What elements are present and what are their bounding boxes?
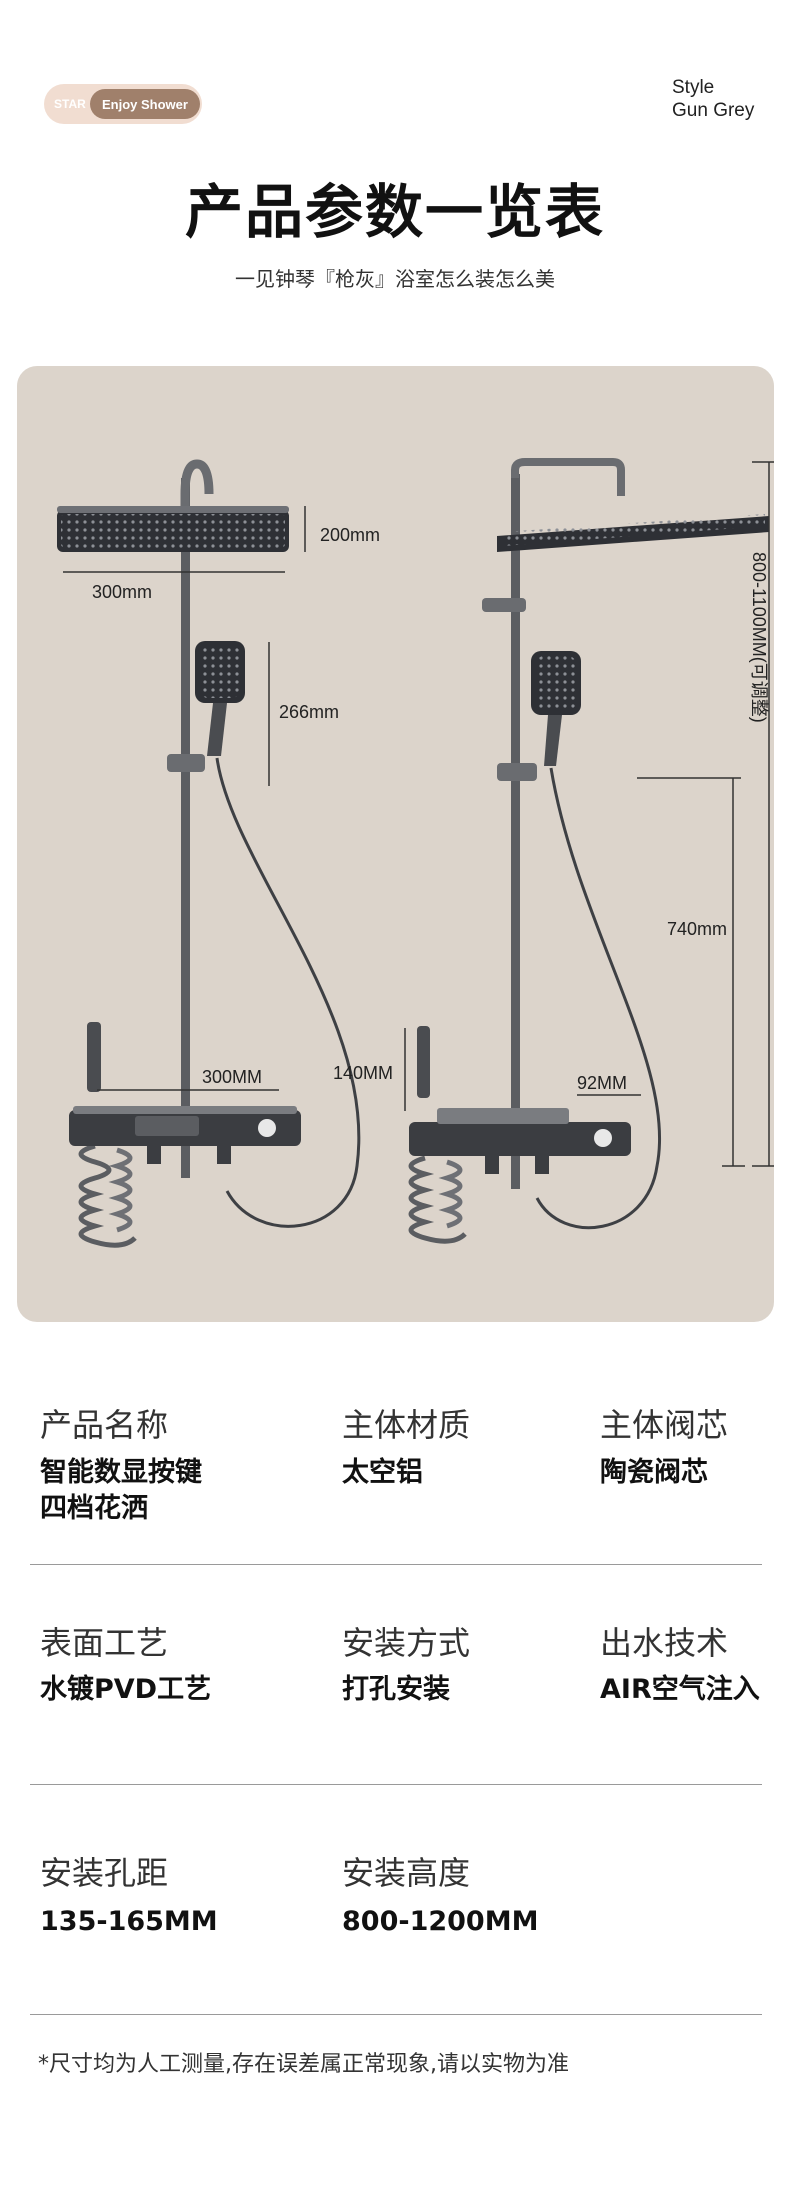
left-bidet-sprayer xyxy=(87,1022,101,1092)
dim-adjustable: 800-1100MM(可调整) xyxy=(749,552,769,723)
spec-divider xyxy=(30,2014,762,2015)
dim-head-height: 200mm xyxy=(320,525,380,545)
spec-label-surface: 表面工艺 xyxy=(40,1624,169,1662)
spec-divider xyxy=(30,1564,762,1565)
right-knob xyxy=(594,1129,612,1147)
spec-label-install-height: 安装高度 xyxy=(342,1854,471,1892)
dim-head-width: 300mm xyxy=(92,582,152,602)
badge-star-text: STAR xyxy=(54,97,86,111)
shower-diagram: 300mm 200mm 266mm 300MM xyxy=(57,458,774,1248)
spec-label-product-name: 产品名称 xyxy=(40,1406,169,1444)
right-hose xyxy=(535,767,662,1230)
page-subtitle: 一见钟琴『枪灰』浴室怎么装怎么美 xyxy=(235,267,555,291)
right-thermostatic-shelf xyxy=(409,1122,631,1156)
footnote: *尺寸均为人工测量,存在误差属正常现象,请以实物为准 xyxy=(38,2052,569,2077)
brand-badge: STAR Enjoy Shower xyxy=(44,84,202,124)
spec-value-valve-core: 陶瓷阀芯 xyxy=(600,1457,708,1488)
right-slider xyxy=(497,763,537,781)
style-caption: Style Gun Grey xyxy=(672,76,790,122)
right-coiled-hose xyxy=(408,1155,467,1244)
left-gooseneck xyxy=(180,459,214,514)
dim-hand-height: 266mm xyxy=(279,702,339,722)
spec-label-water-tech: 出水技术 xyxy=(600,1624,729,1662)
side-view-shower: 800-1100MM(可调整) 740mm 140MM 92MM xyxy=(333,458,774,1244)
style-line1: Style xyxy=(672,77,715,98)
left-buttons xyxy=(135,1116,199,1136)
left-riser-rod xyxy=(181,478,190,1178)
dim-depth: 92MM xyxy=(577,1073,627,1093)
spec-value-install-height: 800-1200MM xyxy=(342,1906,539,1937)
left-hose xyxy=(215,757,361,1228)
spec-value-material: 太空铝 xyxy=(342,1457,423,1488)
spec-label-install-method: 安装方式 xyxy=(342,1624,471,1662)
left-slider xyxy=(167,754,205,772)
spec-value-product-name: 智能数显按键 四档花洒 xyxy=(40,1457,202,1524)
spec-value-water-tech: AIR空气注入 xyxy=(600,1674,760,1705)
spec-label-hole-distance: 安装孔距 xyxy=(40,1854,169,1892)
spec-value-surface: 水镀PVD工艺 xyxy=(40,1674,212,1705)
dim-low: 740mm xyxy=(667,919,727,939)
page-title: 产品参数一览表 xyxy=(184,178,605,246)
dim-valve-height: 140MM xyxy=(333,1063,393,1083)
spec-value-hole-distance: 135-165MM xyxy=(40,1906,218,1937)
right-arm xyxy=(511,458,625,496)
product-diagram-panel: 300mm 200mm 266mm 300MM xyxy=(17,366,774,1322)
front-view-shower: 300mm 200mm 266mm 300MM xyxy=(57,459,380,1248)
spec-divider xyxy=(30,1784,762,1785)
right-riser-rod xyxy=(511,474,520,1189)
left-knob xyxy=(258,1119,276,1137)
spec-value-install-method: 打孔安装 xyxy=(342,1674,450,1705)
style-line2: Gun Grey xyxy=(672,100,755,121)
badge-label: Enjoy Shower xyxy=(90,89,200,119)
spec-label-material: 主体材质 xyxy=(342,1406,471,1444)
right-bidet-sprayer xyxy=(417,1026,430,1098)
spec-label-valve-core: 主体阀芯 xyxy=(600,1406,729,1444)
left-coiled-hose xyxy=(78,1143,137,1248)
dim-shelf-width: 300MM xyxy=(202,1067,262,1087)
